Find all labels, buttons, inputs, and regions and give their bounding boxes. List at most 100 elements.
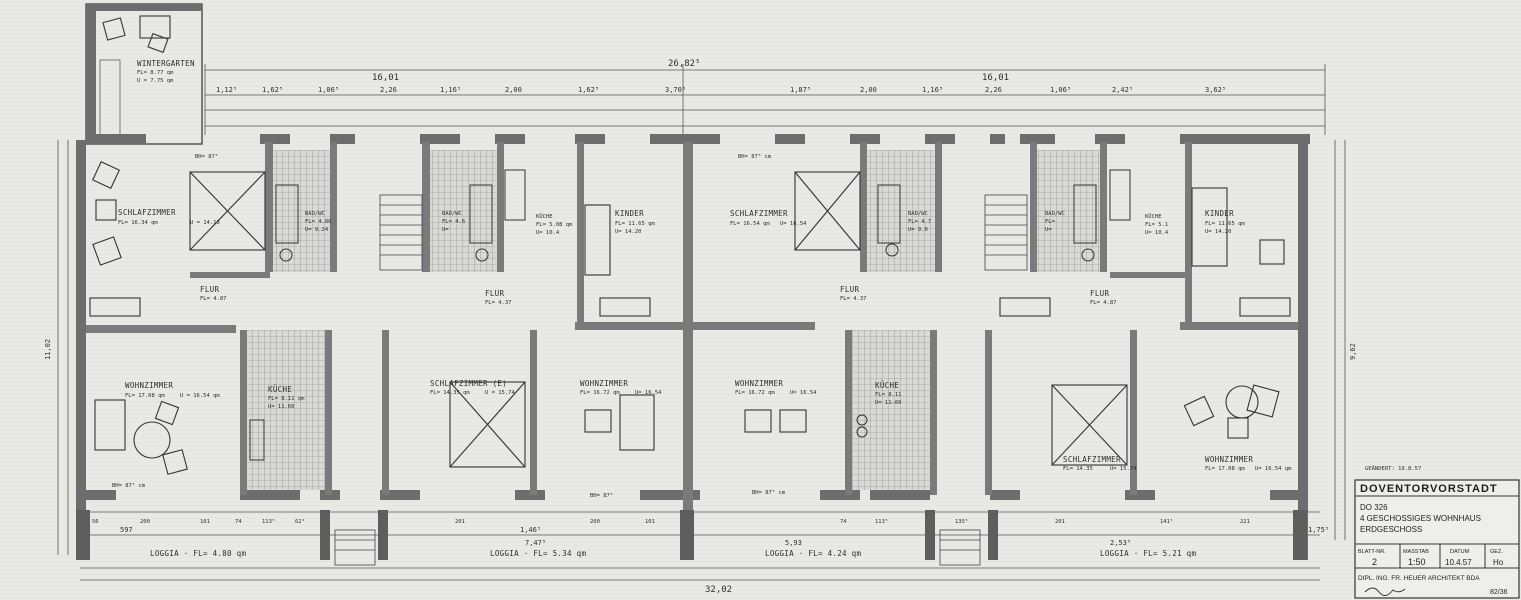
project-ref: DO 326 [1360,503,1388,512]
room-perimeter: U= [442,227,449,233]
room-perimeter: U = 7.75 qm [137,78,174,84]
room-name: FLUR [840,285,859,294]
dim-top: 1,16⁵ [440,86,461,94]
room-labels: WINTERGARTEN FL= 8.77 qm U = 7.75 qm SCH… [118,59,1292,472]
dim-segment: 201 [455,519,465,525]
dim-segment: 200 [590,519,600,525]
overall-width-bottom: 32,02 [705,585,732,595]
room-area: FL= [1045,219,1056,225]
dim-segment: 141⁵ [1160,518,1173,525]
dim-segment: 221 [1240,519,1250,525]
dim-segment: 113⁵ [875,518,888,525]
room-perimeter: U= [1045,227,1052,233]
dim-top: 2,42⁵ [1112,86,1133,94]
dim-top: 3,62⁵ [1205,86,1226,94]
room-name: SCHLAFZIMMER (E) [430,379,507,388]
dim-segment: 135⁵ [955,518,968,525]
date-header: DATUM [1450,549,1470,555]
overall-width-top: 26,82⁵ [668,59,701,69]
loggia-label: LOGGIA · FL= 5.34 qm [490,549,586,558]
room-name: SCHLAFZIMMER [1063,455,1121,464]
sheet-value: 2 [1372,557,1377,567]
sheet-header: BLATT-NR. [1358,549,1386,555]
room-area: FL= 5.1 [1145,222,1168,228]
dim-top: 1,87⁵ [790,86,811,94]
parapet-note: BH= 87⁵ [590,492,613,499]
dim-segment: 101 [200,519,210,525]
room-name: KÜCHE [875,381,899,390]
half-width-left: 16,01 [372,73,399,83]
dim-segment: 74 [840,519,847,525]
dim-bottom: 1,46⁵ [520,526,541,534]
room-area: FL= 8.11 [875,392,902,398]
date-value: 10.4.57 [1445,558,1472,567]
loggia-label: LOGGIA · FL= 4.24 qm [765,549,861,558]
room-area: FL= 11.65 qm [1205,221,1245,227]
parapet-note: BH= 87⁵ cm [738,153,772,160]
room-perimeter: U= 11.60 [268,404,295,410]
signature [1364,587,1406,596]
room-name: WOHNZIMMER [580,379,628,388]
dim-top: 1,62⁵ [262,86,283,94]
loggia-posts [76,510,1307,560]
dim-top: 3,70⁵ [665,86,686,94]
room-perimeter: U= 15.74 [1110,466,1137,472]
room-perimeter: U= 9.0 [908,227,928,233]
dim-top: 1,16⁵ [922,86,943,94]
room-perimeter: U= 10.4 [1145,230,1169,236]
room-perimeter: U= 16.54 [790,390,817,396]
parapet-note: BH= 87⁵ [195,153,218,160]
dim-top: 1,12⁵ [216,86,237,94]
room-name: KÜCHE [268,385,292,394]
dim-top: 2,26 [380,86,397,94]
dim-segment: 56 [92,519,99,525]
depth-right: 9,62 [1349,343,1357,360]
scale-value: 1:50 [1408,557,1426,567]
loggia-label: LOGGIA · FL= 5.21 qm [1100,549,1196,558]
dim-bottom: 7,47⁵ [525,539,546,547]
bottom-dimension-lines [80,511,1320,581]
room-perimeter: U= 16.54 [780,221,807,227]
half-width-right: 16,01 [982,73,1009,83]
dim-segment: 200 [140,519,150,525]
room-area: FL= 16.72 qm [735,390,775,396]
room-area: FL= 16.34 qm [118,220,158,226]
room-name: SCHLAFZIMMER [730,209,788,218]
dim-top: 2,00 [860,86,877,94]
sanitary-fixtures [249,169,1131,461]
room-area: FL= 14.35 [1063,466,1093,472]
room-perimeter: U= 14.20 [1205,229,1232,235]
room-name: FLUR [200,285,219,294]
room-name: WINTERGARTEN [137,59,195,68]
room-area: FL= 4.86 [305,219,332,225]
architect-name: DIPL. ING. FR. HEUER ARCHITEKT BDA [1358,575,1480,582]
dim-top: 1,62⁵ [578,86,599,94]
dimension-labels: 26,82⁵ 16,01 16,01 32,02 11,02 9,62 1,12… [44,59,1357,595]
dim-segment: 74 [235,519,242,525]
room-perimeter: U= 9.24 [305,227,329,233]
dim-top: 2,00 [505,86,522,94]
parapet-note: BH= 87⁵ cm [112,482,146,489]
side-dimension-lines [57,140,1346,555]
room-name: KÜCHE [536,213,553,220]
top-dimension-lines [204,64,1326,135]
room-perimeter: U= 14.20 [615,229,642,235]
title-block: DOVENTORVORSTADT DO 326 4 GESCHOSSIGES W… [1354,479,1520,599]
room-name: SCHLAFZIMMER [118,208,176,217]
room-perimeter: U = 16.54 qm [180,393,220,399]
room-area: FL= 16.54 qm [730,221,770,227]
room-area: FL= 16.72 qm [580,390,620,396]
exterior-walls [76,134,1310,560]
drawn-value: Ho [1493,558,1504,567]
notes: BH= 87⁵ BH= 87⁵ cm BH= 87⁵ cm BH= 87⁵ BH… [112,153,1421,499]
dim-bottom: 2,53⁵ [1110,539,1131,547]
beds [189,171,1228,468]
room-name: BAD/WC [305,211,325,217]
room-area: FL= 14.35 qm [430,390,470,396]
room-perimeter: U= 11.60 [875,400,902,406]
room-area: FL= 4.6 [442,219,465,225]
dim-top: 1,06⁵ [318,86,339,94]
project-title: DOVENTORVORSTADT [1360,483,1498,495]
dim-bottom: 597 [120,526,133,534]
